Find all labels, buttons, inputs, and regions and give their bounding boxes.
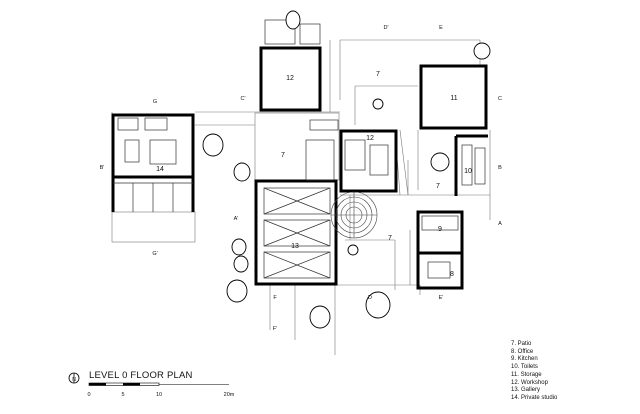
patio-label-4: 7 <box>388 235 392 242</box>
section-f-top: F <box>273 295 277 301</box>
drawing-title: LEVEL 0 FLOOR PLAN <box>89 370 193 381</box>
patio-label-3: 7 <box>436 183 440 190</box>
legend-item: 10. Toilets <box>511 364 538 371</box>
scale-label-0: 0 <box>87 392 90 398</box>
building-walls <box>111 46 488 290</box>
scale-bar: 0 5 10 20m <box>87 382 235 398</box>
legend-item: 11. Storage <box>511 371 542 378</box>
room-number-labels: 12 11 14 13 12 7 7 7 7 10 9 8 <box>156 71 472 278</box>
room-9-kitchen-label: 9 <box>438 226 442 233</box>
legend-item: 13. Gallery <box>511 387 541 394</box>
section-a-right: A <box>498 221 502 227</box>
section-c-left: C' <box>240 96 245 102</box>
room-8-office-label: 8 <box>450 271 454 278</box>
legend-item: 14. Private studio <box>511 394 558 401</box>
legend-item: 12. Workshop <box>511 379 548 386</box>
section-d-bottom: D <box>368 295 372 301</box>
section-b-right: B <box>498 165 502 171</box>
section-g-top: G <box>153 99 157 105</box>
legend-item: 9. Kitchen <box>511 356 538 363</box>
stair-rings <box>330 191 378 239</box>
north-arrow-icon: N <box>68 372 80 384</box>
north-label: N <box>72 377 76 383</box>
patio-label-2: 7 <box>281 152 285 159</box>
room-12-workshop-label: 12 <box>286 75 294 82</box>
section-c-right: C <box>498 96 502 102</box>
room-10-toilets-label: 10 <box>464 168 472 175</box>
room-legend: 7. Patio 8. Office 9. Kitchen 10. Toilet… <box>511 341 557 403</box>
scale-label-5: 5 <box>121 392 124 398</box>
room-13-gallery-label: 13 <box>291 243 299 250</box>
interior-details <box>113 19 486 279</box>
room-14-studio-label: 14 <box>156 166 164 173</box>
site-lines <box>111 39 491 355</box>
scale-label-10: 10 <box>156 392 162 398</box>
section-f-bottom: F' <box>273 326 277 332</box>
section-d-top: D' <box>383 25 388 31</box>
section-markers: G G' B' B C' C D' D E E' F F' A' A <box>100 25 503 332</box>
section-e-bottom: E' <box>439 295 444 301</box>
section-e-top: E <box>439 25 443 31</box>
section-b-left: B' <box>100 165 105 171</box>
patio-label-1: 7 <box>376 71 380 78</box>
section-a-left: A' <box>234 216 239 222</box>
trees <box>202 10 491 329</box>
section-g-bottom: G' <box>152 251 157 257</box>
scale-label-20m: 20m <box>224 392 235 398</box>
legend-item: 7. Patio <box>511 341 532 347</box>
room-12-workshop-label-2: 12 <box>366 135 374 142</box>
legend-item: 8. Office <box>511 348 534 355</box>
room-11-storage-label: 11 <box>450 95 457 102</box>
